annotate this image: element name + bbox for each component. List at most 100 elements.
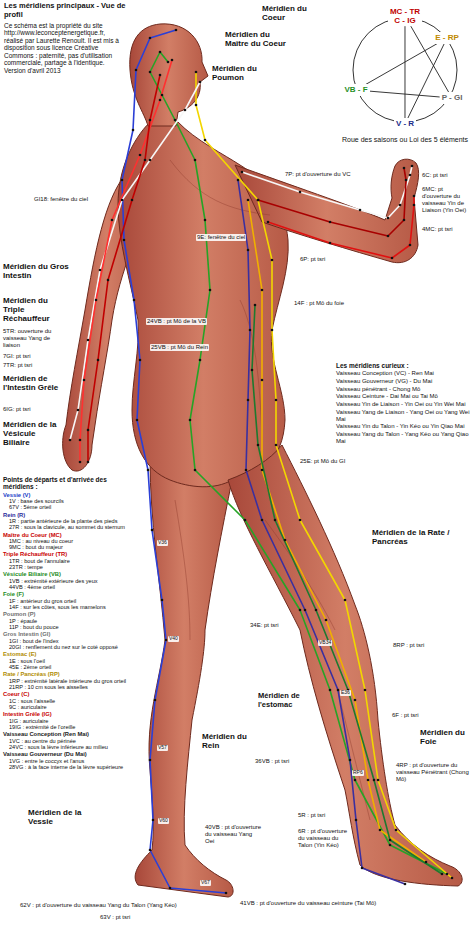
acupoint-dot <box>377 779 380 782</box>
acupoint-dot <box>144 159 147 162</box>
acupoint-dot <box>247 199 250 202</box>
acupoint-dot <box>261 469 264 472</box>
list-item: Vaisseau Gouverneur (VG) - Du Mai <box>336 378 472 385</box>
acupoint-dot <box>204 139 207 142</box>
acupoint-dot <box>425 861 428 864</box>
meridian-name: Méridien de la Vessie <box>28 808 108 826</box>
element-label: E - RP <box>435 33 459 42</box>
lung-meridian <box>242 166 412 218</box>
wheel-caption: Roue des saisons ou Loi des 5 éléments <box>338 136 472 144</box>
muscle-line <box>175 500 190 640</box>
list-heading: Foie (F) <box>3 591 127 597</box>
muscle-shading <box>170 160 370 820</box>
point-number: V60 <box>158 818 169 824</box>
acupoint-dot <box>413 195 416 198</box>
element-point: MC - TRC - IG <box>388 6 422 26</box>
acupoint-dot <box>77 409 80 412</box>
point-label: 7GI: pt tsri <box>3 353 63 360</box>
point-label: 7TR: pt tsri <box>3 362 63 369</box>
acupoint-dot <box>167 61 170 64</box>
acupoint-dot <box>194 469 197 472</box>
point-label: 24VB : pt Mô de la VB <box>146 318 207 325</box>
acupoint-dot <box>174 119 177 122</box>
acupoint-dot <box>111 219 114 222</box>
acupoint-dot <box>161 599 164 602</box>
list-item: 1VB : extrémité extérieure des yeux <box>3 578 127 584</box>
list-item: 1IG : auriculaire <box>3 718 127 724</box>
point-label: 63V : pt tsri <box>100 914 160 921</box>
acupoint-dot <box>165 639 168 642</box>
acupoint-dot <box>337 689 340 692</box>
acupoint-dot <box>139 154 142 157</box>
acupoint-dot <box>199 81 202 84</box>
point-label: 7P: pt d'ouverture du VC <box>285 171 365 178</box>
acupoint-dot <box>299 519 302 522</box>
element-point: V - R <box>394 118 416 129</box>
cycle-line <box>404 26 405 118</box>
acupoint-dot <box>195 71 198 74</box>
acupoint-dot <box>97 359 100 362</box>
acupoint-dot <box>83 379 86 382</box>
acupoint-dot <box>133 299 136 302</box>
point-number: V67 <box>200 880 211 886</box>
acupoint-dot <box>349 759 352 762</box>
point-label: 6IG: pt tsri <box>3 406 59 413</box>
acupoint-dot <box>149 119 152 122</box>
list-item: 28VG : à la face interne de la lèvre sup… <box>3 764 127 770</box>
acupoint-dot <box>403 219 406 222</box>
acupoint-dot <box>204 219 207 222</box>
acupoint-dot <box>387 235 390 238</box>
list-item: 19IG : extrémité de l'oreille <box>3 724 127 730</box>
acupoint-dot <box>149 159 152 162</box>
list-heading: Vaisseau Gouverneur (Du Mai) <box>3 751 127 757</box>
list-item: 1MC : au niveau du coeur <box>3 538 127 544</box>
acupoint-dot <box>299 191 302 194</box>
acupoint-dot <box>387 217 390 220</box>
point-label: 5R : pt tsri <box>298 812 348 819</box>
meridian-name: Méridien de l'estomac <box>258 692 308 709</box>
acupoint-dot <box>284 539 287 542</box>
pericardium-meridian <box>258 168 406 236</box>
point-label: 34E: pt tsri <box>250 622 296 629</box>
point-number: V36 <box>157 540 168 546</box>
acupoint-dot <box>149 849 152 852</box>
acupoint-dot <box>249 329 252 332</box>
acupoint-dot <box>403 167 406 170</box>
meridian-name: Méridien du Poumon <box>212 64 272 82</box>
acupoint-dot <box>373 779 376 782</box>
list-heading: Poumon (P) <box>3 611 127 617</box>
acupoint-dot <box>413 204 416 207</box>
acupoint-dot <box>261 519 264 522</box>
acupoint-dot <box>409 244 412 247</box>
acupoint-dot <box>391 257 394 260</box>
acupoint-dot <box>139 359 142 362</box>
acupoint-dot <box>152 819 155 822</box>
stomach-meridian <box>196 72 452 878</box>
acupoint-dot <box>251 369 254 372</box>
raised-arm <box>235 159 419 263</box>
acupoint-dot <box>389 844 392 847</box>
gallbladder-meridian <box>150 52 447 874</box>
element-label: P - GI <box>442 93 463 102</box>
acupoint-dot <box>79 439 82 442</box>
acupoint-dot <box>135 69 138 72</box>
list-item: 1E : sous l'oeil <box>3 658 127 664</box>
acupoint-dot <box>159 99 162 102</box>
point-number: V57 <box>157 745 168 751</box>
list-heading: Rate / Pancréas (RP) <box>3 671 127 677</box>
acupoint-dot <box>87 429 90 432</box>
meridian-name: Méridien de la Vésicule Biliaire <box>3 420 59 448</box>
list-item: 1TR : bout de l'annulaire <box>3 558 127 564</box>
list-item: 27R : sous la clavicule, au sommet du st… <box>3 524 127 530</box>
acupoint-dot <box>329 242 332 245</box>
acupoint-dot <box>395 829 398 832</box>
acupoint-dot <box>315 609 318 612</box>
small-intestine-meridian <box>88 75 160 462</box>
large-intestine-meridian <box>70 82 200 440</box>
list-item: Vaisseau Yin de Liaison - Yin Oei ou Yin… <box>336 401 472 408</box>
acupoint-dot <box>132 129 135 132</box>
acupoint-dot <box>275 399 278 402</box>
element-label: C - IG <box>390 16 420 25</box>
acupoint-dot <box>325 619 328 622</box>
acupoint-dot <box>247 399 250 402</box>
